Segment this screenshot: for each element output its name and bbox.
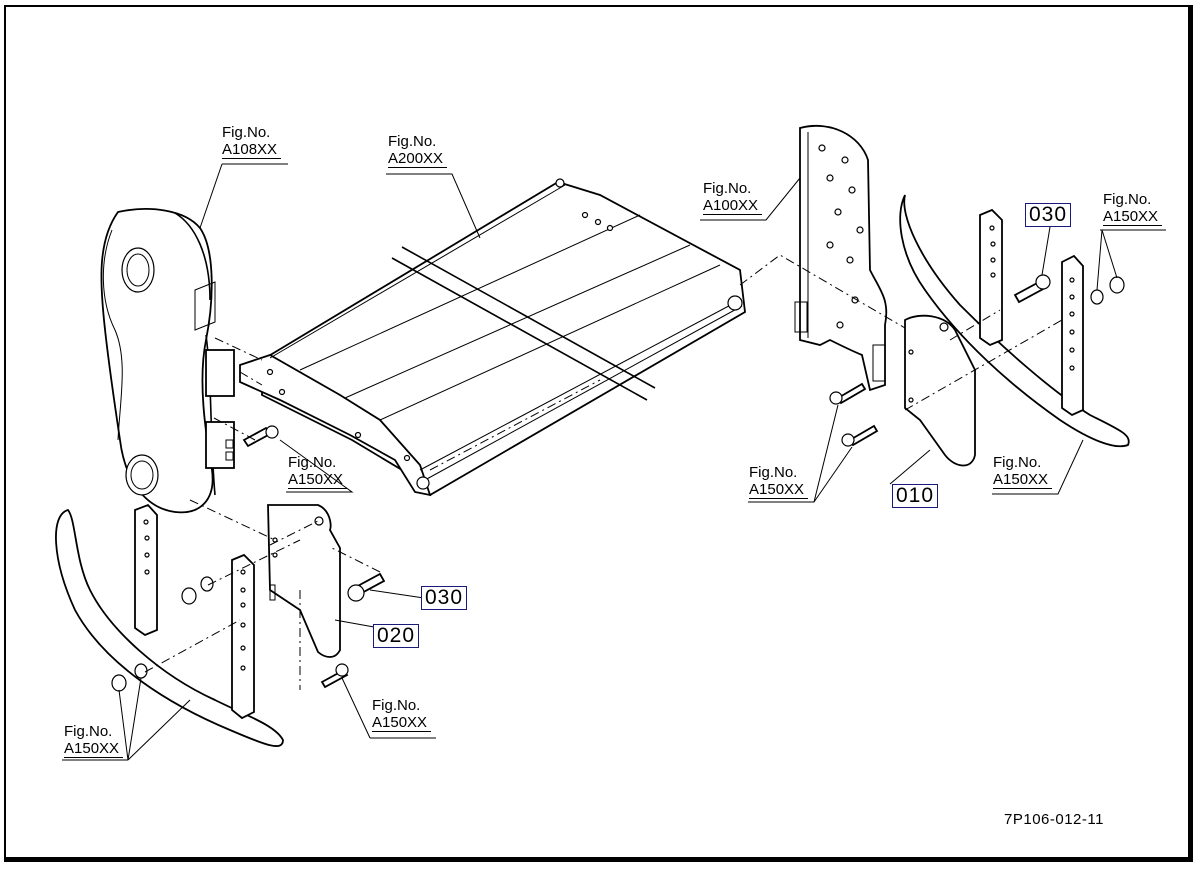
left-stand — [55, 503, 284, 747]
cover-010 — [904, 314, 976, 467]
right-side-plate — [794, 124, 888, 392]
fig-label-number: A150XX — [64, 740, 124, 758]
fig-label-number: A150XX — [1103, 208, 1163, 226]
fig-label-prefix: Fig.No. — [288, 454, 337, 471]
fig-label-prefix: Fig.No. — [703, 180, 752, 197]
center-housing — [239, 178, 746, 497]
leader-lines — [62, 163, 1166, 761]
fig-label-a150-bottom-mid: Fig.No. A150XX — [372, 697, 432, 732]
callout-030-left: 030 — [421, 586, 468, 610]
fig-label-a150-right-foot: Fig.No. A150XX — [993, 454, 1053, 489]
assembly-center-lines — [144, 254, 1063, 690]
callout-020: 020 — [373, 624, 420, 648]
fasteners — [111, 274, 1125, 692]
fig-label-a200: Fig.No. A200XX — [388, 133, 448, 168]
callout-010: 010 — [892, 484, 939, 508]
fig-label-number: A108XX — [222, 141, 282, 159]
fig-label-a150-right-bolt: Fig.No. A150XX — [749, 464, 809, 499]
fig-label-prefix: Fig.No. — [388, 133, 437, 150]
fig-label-number: A200XX — [388, 150, 448, 168]
fig-label-number: A150XX — [749, 481, 809, 499]
fig-label-prefix: Fig.No. — [64, 723, 113, 740]
fig-label-a150-mid-left: Fig.No. A150XX — [288, 454, 348, 489]
fig-label-number: A150XX — [993, 471, 1053, 489]
fig-label-prefix: Fig.No. — [749, 464, 798, 481]
fig-label-prefix: Fig.No. — [372, 697, 421, 714]
fig-label-a108: Fig.No. A108XX — [222, 124, 282, 159]
fig-label-a150-bottom-left: Fig.No. A150XX — [64, 723, 124, 758]
fig-label-number: A100XX — [703, 197, 763, 215]
fig-label-a100: Fig.No. A100XX — [703, 180, 763, 215]
right-stand — [899, 194, 1130, 448]
drawing-code: 7P106-012-11 — [1004, 811, 1104, 828]
cover-020 — [267, 504, 341, 658]
fig-label-a150-top-right: Fig.No. A150XX — [1103, 191, 1163, 226]
fig-label-prefix: Fig.No. — [1103, 191, 1152, 208]
chain-case — [100, 208, 235, 514]
fig-label-prefix: Fig.No. — [222, 124, 271, 141]
fig-label-number: A150XX — [288, 471, 348, 489]
fig-label-number: A150XX — [372, 714, 432, 732]
callout-030-right: 030 — [1025, 203, 1072, 227]
fig-label-prefix: Fig.No. — [993, 454, 1042, 471]
